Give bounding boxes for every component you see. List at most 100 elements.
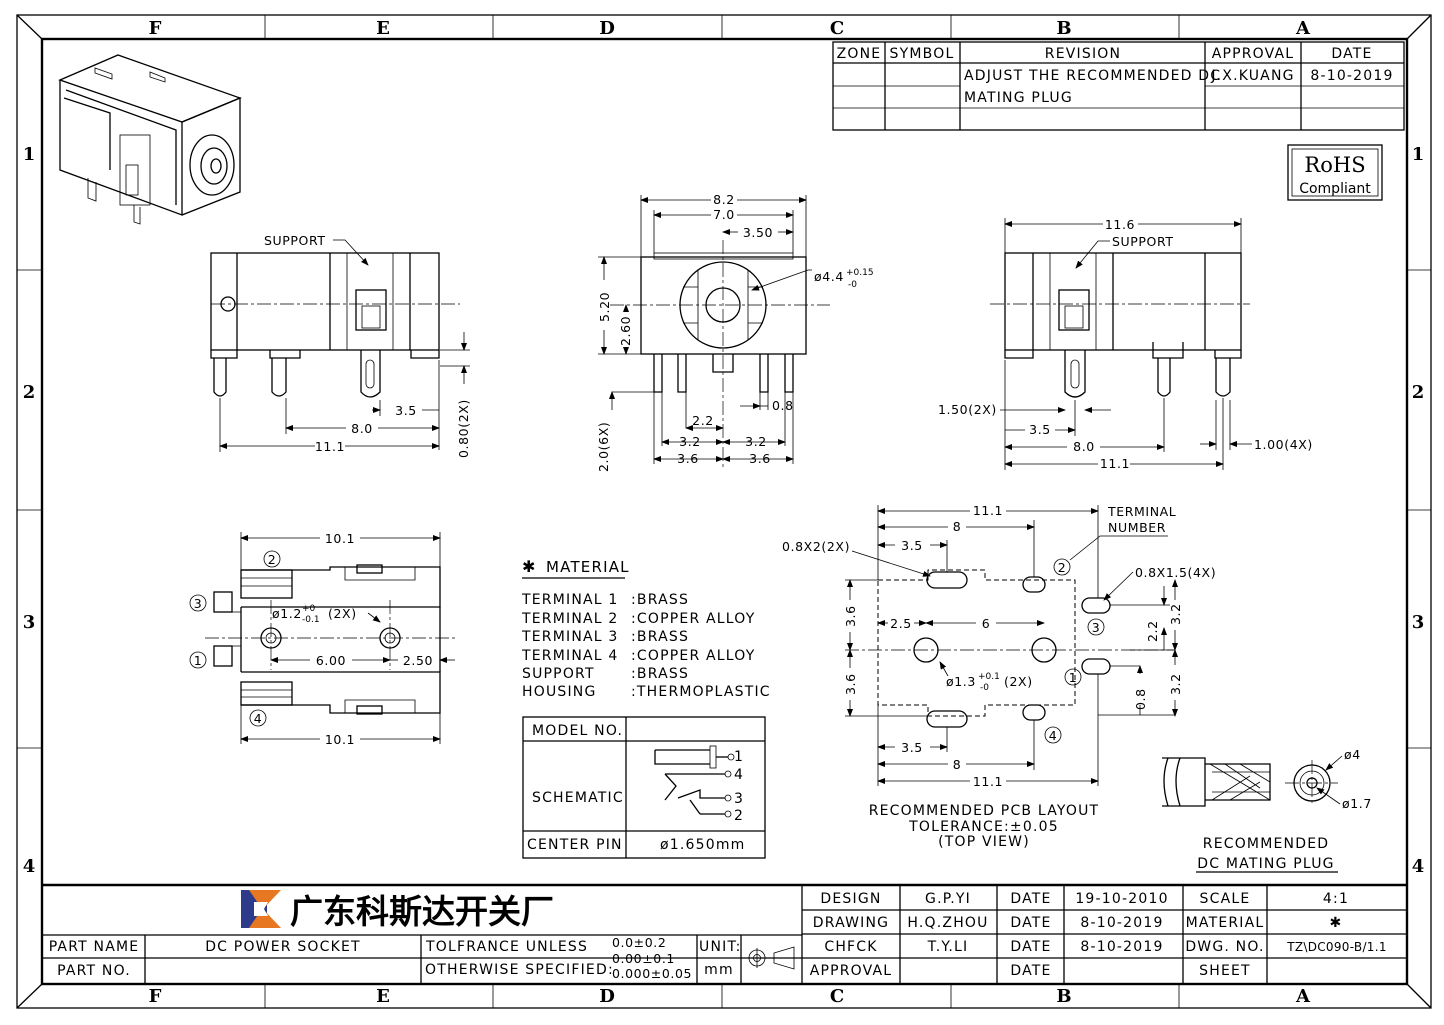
- material-star: ✱: [522, 557, 535, 576]
- dim-front-3-2b: 3.2: [745, 434, 767, 449]
- terminal-label: 4: [1049, 728, 1058, 743]
- dim-pcb-8-top: 8: [953, 519, 962, 534]
- tolerance-value: 0.000±0.05: [612, 966, 692, 981]
- material-part: TERMINAL 3: [521, 629, 619, 645]
- dim-pcb-3-2a: 3.2: [1168, 603, 1183, 625]
- dim-bottom-hole-tol-up: +0: [302, 604, 316, 614]
- dim-pcb-6: 6: [982, 616, 991, 631]
- dim-right-support: SUPPORT: [1112, 234, 1174, 249]
- dim-bottom-hole: ø1.2: [272, 606, 302, 621]
- col-label: F: [149, 18, 162, 39]
- dim-pcb-hole: ø1.3: [946, 674, 976, 689]
- rohs-title: RoHS: [1304, 153, 1365, 177]
- plug-caption: DC MATING PLUG: [1197, 856, 1334, 872]
- tb-date: 8-10-2019: [1080, 915, 1163, 931]
- rev-header-approval: APPROVAL: [1212, 46, 1295, 62]
- terminal-label: 1: [194, 653, 203, 668]
- row-label: 4: [23, 856, 36, 877]
- dc-mating-plug-view: ø4 ø1.7 RECOMMENDED DC MATING PLUG: [1162, 747, 1372, 873]
- dim-front-phi44-tol-up: +0.15: [846, 268, 874, 278]
- dim-pcb-3-5-top: 3.5: [901, 538, 923, 553]
- tb-date-label: DATE: [1010, 891, 1051, 907]
- dim-front-phi44-tol-dn: -0: [848, 280, 857, 290]
- company-logo: [241, 890, 281, 928]
- col-label: C: [830, 986, 844, 1007]
- tb-value: ✱: [1330, 915, 1343, 931]
- center-pin-value: ø1.650mm: [660, 837, 746, 853]
- company-name: 广东科斯达开关厂: [290, 892, 554, 931]
- tb-role: APPROVAL: [810, 963, 893, 979]
- sheet-frame: F E D C B A F E D C B A 1 2 3 4 1 2 3 4: [16, 14, 1432, 1009]
- terminal-label: 2: [1058, 560, 1067, 575]
- dim-left-080: 0.80(2X): [456, 399, 471, 458]
- dim-plug-phi17: ø1.7: [1342, 796, 1372, 811]
- dim-pcb-hole-count: (2X): [1004, 674, 1033, 689]
- tb-role: DRAWING: [813, 915, 889, 931]
- tb-date-label: DATE: [1010, 939, 1051, 955]
- terminal-label: 4: [254, 711, 263, 726]
- tb-value: TZ\DC090-B/1.1: [1286, 940, 1387, 954]
- tb-key: DWG. NO.: [1185, 939, 1264, 955]
- dim-right-11-6: 11.6: [1105, 217, 1135, 232]
- tb-key: MATERIAL: [1186, 915, 1265, 931]
- rohs-subtitle: Compliant: [1299, 181, 1371, 197]
- rev-header-symbol: SYMBOL: [890, 46, 955, 62]
- material-list: ✱ MATERIAL TERMINAL 1 :BRASS TERMINAL 2 …: [521, 557, 770, 700]
- row-label: 2: [23, 382, 36, 403]
- dim-pcb-3-6a: 3.6: [843, 605, 858, 627]
- tb-key: SCALE: [1200, 891, 1251, 907]
- dim-pcb-slot1: 0.8X2(2X): [782, 539, 850, 554]
- tb-date-label: DATE: [1010, 915, 1051, 931]
- row-label: 1: [1412, 144, 1425, 165]
- material-value: :BRASS: [631, 592, 689, 608]
- col-label: D: [599, 986, 615, 1007]
- material-part: HOUSING: [522, 684, 597, 700]
- dim-bottom-hole-count: (2X): [328, 606, 357, 621]
- dim-pcb-3-2b: 3.2: [1168, 673, 1183, 695]
- pcb-layout-view: 11.1 8 3.5 0.8X2(2X) TERMINAL NUMBER 2 0…: [782, 503, 1216, 850]
- row-label: 4: [1412, 856, 1425, 877]
- part-no-label: PART NO.: [57, 963, 131, 979]
- terminal-label: 1: [1069, 670, 1078, 685]
- schematic-pin: 1: [734, 749, 744, 765]
- material-part: TERMINAL 1: [521, 592, 619, 608]
- jack-schematic-symbol: [654, 745, 735, 818]
- dim-right-100: 1.00(4X): [1254, 437, 1313, 452]
- plug-caption: RECOMMENDED: [1203, 836, 1329, 852]
- tolerance-value: 0.00±0.1: [612, 951, 675, 966]
- dim-pcb-3-6b: 3.6: [843, 673, 858, 695]
- terminal-label: 2: [268, 552, 277, 567]
- isometric-view: [58, 54, 242, 225]
- dim-pcb-0-8: 0.8: [1133, 688, 1148, 710]
- col-label: E: [376, 18, 390, 39]
- rev-header-revision: REVISION: [1045, 46, 1121, 62]
- rev-header-zone: ZONE: [837, 46, 882, 62]
- dim-pcb-3-5-bot: 3.5: [901, 740, 923, 755]
- tolerance-value: 0.0±0.2: [612, 935, 666, 950]
- material-value: :COPPER ALLOY: [631, 611, 756, 627]
- dim-left-8-0: 8.0: [351, 421, 373, 436]
- tb-role: DESIGN: [820, 891, 881, 907]
- pcb-caption: (TOP VIEW): [938, 834, 1030, 850]
- tb-date-label: DATE: [1010, 963, 1051, 979]
- schematic-box: MODEL NO. SCHEMATIC CENTER PIN ø1.650mm …: [522, 716, 766, 859]
- material-part: SUPPORT: [522, 666, 595, 682]
- dim-pcb-hole-tol-up: +0.1: [978, 672, 1000, 682]
- rev-header-date: DATE: [1331, 46, 1372, 62]
- schematic-label: SCHEMATIC: [532, 790, 624, 806]
- dim-left-3-5: 3.5: [395, 403, 417, 418]
- front-view: 8.2 7.0 3.50 ø4.4 +0.15 -0 5.20 2.60 2.0…: [596, 192, 874, 472]
- schematic-pin: 2: [734, 808, 744, 824]
- dim-front-2-2: 2.2: [692, 413, 714, 428]
- dim-front-2-60: 2.60: [618, 316, 633, 346]
- dim-bottom-2-50: 2.50: [403, 653, 433, 668]
- dim-front-5-20: 5.20: [597, 292, 612, 322]
- dim-front-3-6a: 3.6: [677, 451, 699, 466]
- schematic-pin: 3: [734, 791, 744, 807]
- row-label: 3: [1412, 612, 1425, 633]
- dim-front-3-2a: 3.2: [679, 434, 701, 449]
- material-value: :BRASS: [631, 629, 689, 645]
- projection-symbol-icon: [746, 946, 795, 970]
- title-block: 广东科斯达开关厂 PART NAME DC POWER SOCKET PART …: [42, 883, 1407, 984]
- row-label: 1: [23, 144, 36, 165]
